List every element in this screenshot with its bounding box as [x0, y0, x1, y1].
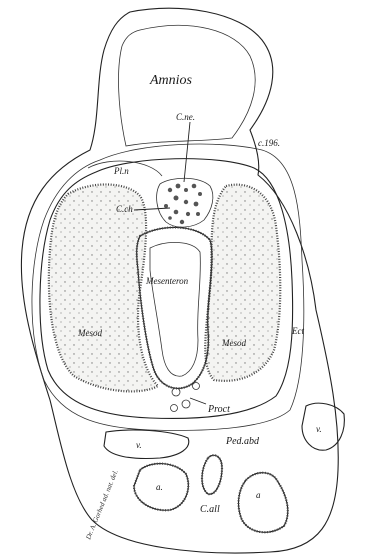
label-plate: c.196. [258, 138, 280, 148]
label-amnios: Amnios [149, 73, 193, 88]
artist-signature: Dr. A. Gorhed ad. nat. del. [84, 469, 120, 542]
label-ect: Ect [291, 326, 304, 336]
label-mesenteron: Mesenteron [145, 276, 189, 286]
a-right-border [239, 473, 288, 533]
label-v-left: v. [136, 440, 142, 450]
label-mesod-left: Mesod [77, 328, 102, 338]
mesenteron-border [137, 227, 212, 388]
mesenteron-lumen [150, 242, 200, 376]
proct-leader [190, 398, 206, 404]
label-pl-n: Pl.n [113, 166, 129, 176]
label-ped-abd: Ped.abd [225, 436, 260, 447]
mesoderm-left-dots [49, 184, 158, 391]
c-ne-leader [184, 122, 190, 182]
label-c-ch: C.ch [116, 204, 133, 214]
neural-cluster [157, 178, 213, 227]
label-a-left: a. [156, 482, 163, 492]
mesenteron-outline [137, 227, 212, 388]
label-a-right: a [256, 490, 261, 500]
v-left-outline [104, 430, 189, 459]
mesoderm-right-dots [205, 185, 280, 381]
label-v-right: v. [316, 424, 322, 434]
label-c-all: C.all [200, 504, 220, 515]
label-proct: Proct [207, 404, 230, 415]
label-c-ne: C.ne. [176, 112, 195, 122]
label-mesod-right: Mesod [221, 338, 246, 348]
c-all-border [202, 455, 222, 494]
